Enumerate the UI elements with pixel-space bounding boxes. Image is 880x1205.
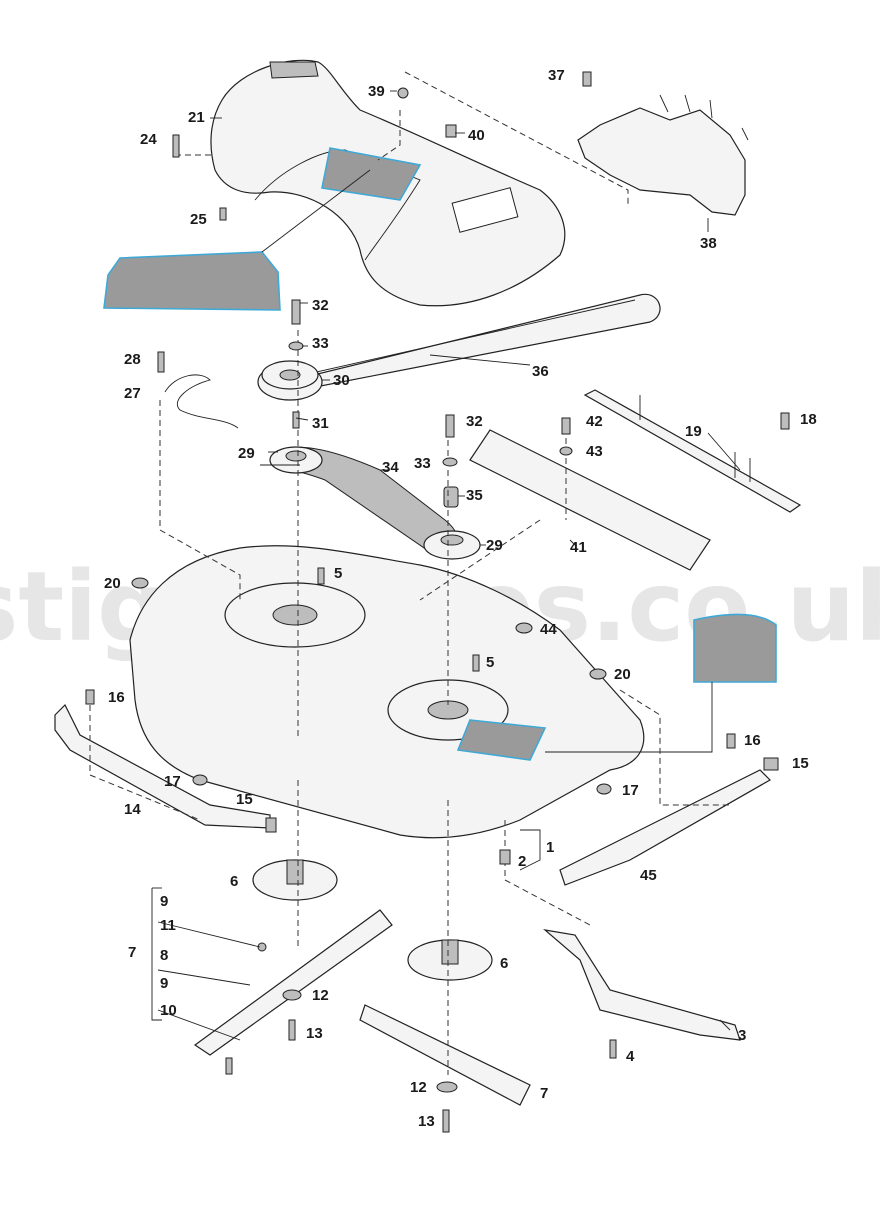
label-39: 39 [368, 83, 385, 100]
label-6-right: 6 [500, 955, 508, 972]
assembly-lines [89, 71, 730, 1075]
label-7-left: 7 [128, 944, 136, 961]
label-11: 11 [160, 917, 176, 934]
decal-large [103, 251, 281, 311]
label-12-right: 12 [410, 1079, 427, 1096]
shield-plate [469, 429, 711, 571]
label-24: 24 [140, 131, 157, 148]
label-2: 2 [518, 853, 526, 870]
label-5-mid: 5 [486, 654, 494, 671]
label-32-mid: 32 [466, 413, 483, 430]
spindle-right [407, 939, 493, 981]
spacer [443, 486, 459, 508]
side-deflector [542, 929, 741, 1041]
label-21: 21 [188, 109, 205, 126]
label-6-left: 6 [230, 873, 238, 890]
label-38: 38 [700, 235, 717, 252]
label-29-top: 29 [238, 445, 255, 462]
label-7-right: 7 [540, 1085, 548, 1102]
label-12-left: 12 [312, 987, 329, 1004]
label-20-right: 20 [614, 666, 631, 683]
label-28: 28 [124, 351, 141, 368]
drive-pulley [257, 360, 323, 401]
label-8: 8 [160, 947, 168, 964]
label-45: 45 [640, 867, 657, 884]
cutting-deck [129, 545, 645, 839]
part-labels: 21 24 25 39 40 37 38 32 33 28 27 30 36 3… [104, 67, 817, 1130]
label-31: 31 [312, 415, 329, 432]
label-29-bottom: 29 [486, 537, 503, 554]
label-33-mid: 33 [414, 455, 431, 472]
label-4: 4 [626, 1048, 635, 1065]
spindle-left [252, 859, 338, 901]
label-15-left: 15 [236, 791, 253, 808]
label-19: 19 [685, 423, 702, 440]
label-13-right: 13 [418, 1113, 435, 1130]
label-43: 43 [586, 443, 603, 460]
label-10: 10 [160, 1002, 177, 1019]
label-17-right: 17 [622, 782, 639, 799]
label-1: 1 [546, 839, 554, 856]
decal-small [693, 613, 777, 683]
label-33-top: 33 [312, 335, 329, 352]
label-30: 30 [333, 372, 350, 389]
label-13-left: 13 [306, 1025, 323, 1042]
label-16-right: 16 [744, 732, 761, 749]
belt-guard-plate [577, 94, 749, 216]
label-20-left: 20 [104, 575, 121, 592]
leader-lines [151, 90, 741, 1041]
label-32-top: 32 [312, 297, 329, 314]
fasteners [85, 71, 790, 1133]
label-5-top: 5 [334, 565, 342, 582]
label-18: 18 [800, 411, 817, 428]
label-40: 40 [468, 127, 485, 144]
label-3: 3 [738, 1027, 746, 1044]
blade-right [359, 1004, 531, 1106]
blade-left [193, 909, 393, 1056]
tension-spring [164, 374, 239, 429]
label-15-right: 15 [792, 755, 809, 772]
label-37: 37 [548, 67, 565, 84]
label-41: 41 [570, 539, 587, 556]
label-36: 36 [532, 363, 549, 380]
label-9-top: 9 [160, 893, 168, 910]
label-9-bottom: 9 [160, 975, 168, 992]
label-17-left: 17 [164, 773, 181, 790]
front-roller-bar-right [559, 769, 771, 886]
label-35: 35 [466, 487, 483, 504]
label-27: 27 [124, 385, 141, 402]
label-14: 14 [124, 801, 141, 818]
deck-cover [210, 59, 566, 307]
drive-belt-long [283, 293, 661, 391]
pulley-lower [423, 530, 481, 560]
label-34: 34 [382, 459, 399, 476]
label-16-left: 16 [108, 689, 125, 706]
label-44: 44 [540, 621, 557, 638]
label-25: 25 [190, 211, 207, 228]
bracket-bar [583, 389, 802, 513]
label-42: 42 [586, 413, 603, 430]
pulley-upper [269, 446, 323, 474]
